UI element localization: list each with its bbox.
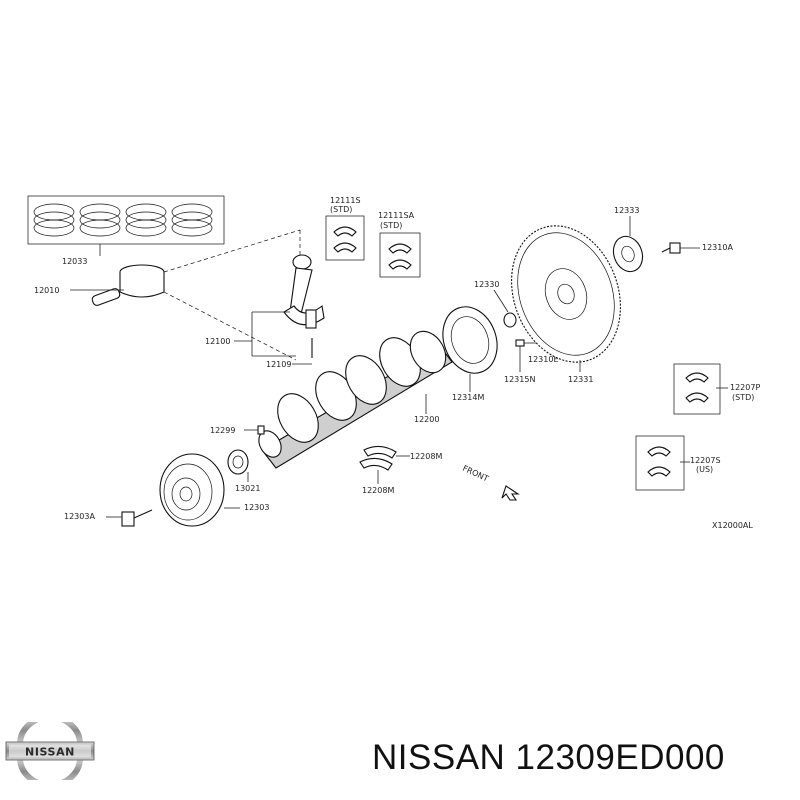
label-12207P-note: (STD) bbox=[732, 393, 754, 402]
label-12111S: 12111S bbox=[330, 196, 361, 205]
front-direction-arrow: FRONT bbox=[461, 464, 520, 501]
label-12333: 12333 bbox=[614, 206, 639, 215]
crank-pulley bbox=[159, 453, 240, 527]
label-12310E: 12310E bbox=[528, 355, 559, 364]
crank-key bbox=[244, 425, 265, 435]
label-12208M-bottom: 12208M bbox=[362, 486, 394, 495]
label-12310A: 12310A bbox=[702, 243, 733, 252]
crankshaft bbox=[258, 330, 453, 469]
label-12111SA-note: (STD) bbox=[380, 221, 402, 230]
drive-plate-bolt bbox=[661, 242, 700, 254]
drive-plate bbox=[511, 225, 621, 372]
assembly-guide-lines bbox=[163, 229, 301, 361]
main-bearing-12207P bbox=[673, 363, 728, 415]
label-12208M-top: 12208M bbox=[410, 452, 442, 461]
label-12200: 12200 bbox=[414, 415, 439, 424]
label-12111SA: 12111SA bbox=[378, 211, 415, 220]
label-12303A: 12303A bbox=[64, 512, 95, 521]
main-bearing-12207S bbox=[635, 435, 690, 491]
flywheel-plate bbox=[442, 306, 498, 392]
crank-sprocket bbox=[227, 449, 249, 482]
label-12303: 12303 bbox=[244, 503, 269, 512]
pulley-bolt bbox=[106, 509, 153, 527]
label-12207P: 12207P bbox=[730, 383, 760, 392]
connecting-rod bbox=[234, 254, 325, 365]
label-12109: 12109 bbox=[266, 360, 291, 369]
label-12010: 12010 bbox=[34, 286, 59, 295]
label-12111S-note: (STD) bbox=[330, 205, 352, 214]
reinforcement-plate bbox=[612, 216, 644, 273]
logo-wordmark: NISSAN bbox=[25, 746, 75, 759]
label-12331: 12331 bbox=[568, 375, 593, 384]
rod-bearing-12111SA bbox=[379, 232, 421, 278]
part-number-title: NISSAN 12309ED000 bbox=[372, 738, 725, 777]
label-12033: 12033 bbox=[62, 257, 87, 266]
piston-rings-set bbox=[27, 195, 225, 256]
label-12207S-note: (US) bbox=[696, 465, 713, 474]
pilot-bushing bbox=[493, 289, 517, 328]
label-13021: 13021 bbox=[235, 484, 260, 493]
label-12100: 12100 bbox=[205, 337, 230, 346]
nissan-logo: NISSAN bbox=[5, 722, 95, 780]
diagram-ref-code: X12000AL bbox=[712, 521, 753, 530]
main-bearings-12208M bbox=[359, 445, 410, 484]
label-12330: 12330 bbox=[474, 280, 499, 289]
label-12207S: 12207S bbox=[690, 456, 721, 465]
rod-bearing-12111S bbox=[325, 215, 365, 261]
label-12315N: 12315N bbox=[504, 375, 535, 384]
label-front: FRONT bbox=[461, 464, 490, 484]
label-12314M: 12314M bbox=[452, 393, 484, 402]
label-12299: 12299 bbox=[210, 426, 235, 435]
piston bbox=[70, 264, 165, 306]
